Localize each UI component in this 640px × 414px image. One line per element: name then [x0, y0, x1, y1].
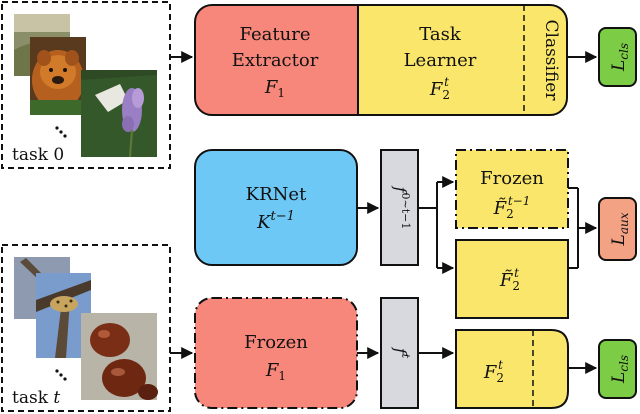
task0-image-flower [81, 70, 157, 158]
svg-text:ft: ft [391, 347, 412, 359]
svg-text:Laux: Laux [609, 212, 631, 246]
frozen-extractor-block: Frozen F1 [194, 297, 358, 409]
taskt-dashed-frame [1, 244, 171, 412]
loss-aux: Laux [598, 197, 637, 261]
krnet-label: KRNet [246, 184, 307, 205]
ellipsis-dots-t [55, 369, 67, 381]
taskt-image-chestnut [81, 313, 158, 400]
top-model-outline [194, 4, 568, 116]
bottom-learner-block: F2t [455, 329, 569, 409]
extractor-symbol: F1 [264, 77, 285, 100]
taskt-input-panel: task t [1, 244, 171, 412]
svg-text:f0∼t−1: f0∼t−1 [391, 186, 412, 230]
learner-symbol: F2t [429, 75, 450, 102]
feature-extractor-block [195, 5, 358, 115]
task0-image-dog [30, 37, 86, 115]
task-learner-block [358, 5, 567, 115]
learner-label-line2: Learner [404, 50, 477, 71]
krnet-block: KRNet Kt−1 [194, 149, 358, 266]
svg-text:Lcls: Lcls [609, 43, 631, 72]
svg-text:Lcls: Lcls [609, 355, 631, 384]
frozen-extractor-symbol: F1 [265, 360, 286, 383]
frozen-old-symbol: F̃2t−1 [493, 194, 531, 221]
frozen-old-learner-block: Frozen F̃2t−1 [455, 149, 569, 229]
frozen-extractor-label: Frozen [244, 332, 308, 353]
frozen-old-label: Frozen [480, 168, 544, 189]
task0-label: task 0 [12, 145, 64, 165]
feature-new-block: ft [380, 297, 419, 409]
learner-label-line1: Task [419, 24, 462, 45]
taskt-label: task t [12, 388, 60, 408]
top-model-block: Feature Extractor F1 Task Learner F2t Cl… [194, 4, 568, 116]
bottom-learner-symbol: F2t [483, 358, 504, 385]
new-learner-symbol: F̃2t [499, 266, 520, 293]
classifier-label: Classifier [541, 20, 561, 102]
loss-cls-top: Lcls [598, 27, 637, 87]
new-learner-block: F̃2t [455, 239, 569, 319]
feature-old-block: f0∼t−1 [380, 149, 419, 266]
task0-dashed-frame [1, 1, 171, 169]
ellipsis-dots [55, 126, 67, 138]
loss-cls-bottom: Lcls [598, 339, 637, 399]
task0-input-panel: task 0 [1, 1, 171, 169]
extractor-label-line2: Extractor [232, 50, 319, 71]
extractor-label-line1: Feature [240, 24, 311, 45]
krnet-symbol: Kt−1 [256, 209, 295, 233]
